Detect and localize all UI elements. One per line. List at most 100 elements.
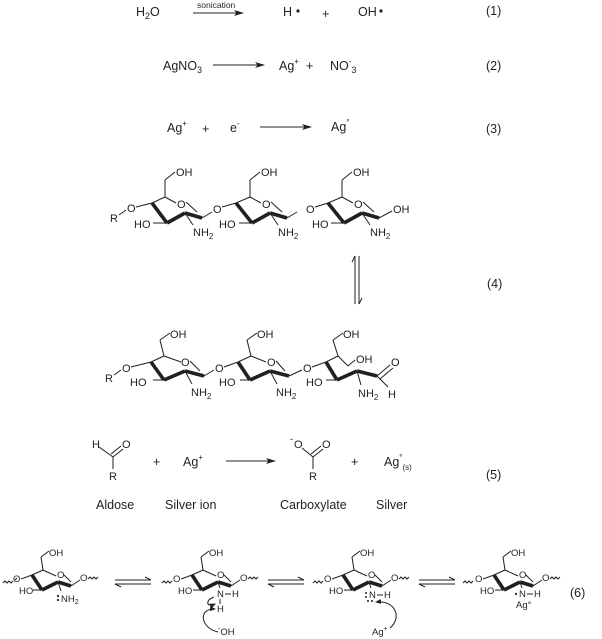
ring-oxygen: O [217,570,224,581]
amine-label: NH2 [358,388,379,402]
curved-arrow [202,606,219,633]
r-group-label: R [309,471,317,483]
r-group-label: R [105,373,113,385]
aldose-structure: H O R [92,439,131,483]
glucosamine-unit-1 [149,332,215,385]
silver-nitrate: AgNO3 [163,59,202,75]
hydroxyl-label: HO [219,377,236,389]
hydroxyl-label: HO [312,219,329,231]
silver-solid: Ag°(s) [384,453,412,472]
ring-oxygen: O [519,570,526,581]
chitosan-trimer-open: R O OH O HO NH2 O [105,329,400,402]
hydrogen-label: H [384,590,391,601]
oxygen-label: O [542,573,549,584]
equation-2: AgNO3 Ag+ + NO-3 (2) [163,57,501,75]
hydroxyl-label: OH [356,354,373,366]
amine-label: NH2 [61,594,79,606]
equation-number-3: (3) [486,122,501,136]
amine-label: NH2 [191,387,212,401]
open-chain-unit [324,332,394,388]
hydroxyl-radical: OH [358,5,377,19]
hydroxyl-label: OH [257,329,274,341]
equation-5: H O R + Ag+ - O O R + Ag°(s) (5) Aldose … [92,434,501,512]
sonication-label: sonication [197,0,236,10]
nitrate-ion: NO-3 [330,57,356,75]
equation-3: Ag+ + e- Ag° (3) [167,118,501,136]
hydrogen-label: H [232,589,239,600]
ring-oxygen: O [267,357,276,369]
amine-label: NH2 [276,387,297,401]
glycosidic-oxygen: O [215,363,224,375]
anomeric-hydroxyl: OH [393,204,410,216]
equation-1: H2O sonication H + OH (1) [136,0,501,21]
nitrogen-label: N [217,589,224,600]
ether-oxygen: O [122,363,131,375]
oxygen-label: O [13,574,20,585]
hydrogen-label: H [217,604,224,615]
glucosamine-unit-b: O OH O HO N H H O - [161,548,259,638]
amine-label: NH2 [370,227,391,241]
equation-number-1: (1) [486,4,501,18]
oxygen-label: O [240,573,247,584]
equilibrium-arrow [418,576,456,588]
hydroxyl-label: OH [170,329,187,341]
curved-arrow [207,596,216,609]
ring-oxygen: O [57,570,64,581]
hydroxyl-label: HO [130,377,147,389]
oxygen-label: O [173,574,180,585]
hydroxide-label: -OH [218,626,235,638]
hydroxyl-label: OH [49,548,63,559]
plus-sign: + [153,455,160,469]
nitrogen-label: N [519,589,526,600]
hydroxyl-label: HO [178,586,192,597]
silver-ion-label: Ag+ [372,626,388,638]
oxygen-label: O [324,574,331,585]
equation-number-6: (6) [570,586,585,600]
water-formula: H2O [136,5,160,21]
hydroxyl-label: OH [360,548,374,559]
equation-6: O OH O HO NH2 O [2,548,585,638]
label-silver: Silver [376,498,407,512]
r-group-label: R [110,213,118,225]
ring-oxygen: O [262,199,271,211]
plus-sign: + [322,7,329,21]
silver-ion: Ag+ [279,57,299,73]
curved-arrow [375,599,397,629]
carbonyl-oxygen: O [122,439,131,451]
silver-atom: Ag° [331,118,350,134]
hydroxyl-label: OH [343,329,360,341]
hydroxyl-label: HO [480,586,494,597]
hydroxyl-label: HO [329,586,343,597]
nitrogen-label: N [369,590,376,601]
silver-ion: Ag+ [167,119,187,135]
glycosidic-oxygen: O [303,363,312,375]
ring-oxygen: O [177,199,186,211]
equilibrium-arrow [114,576,152,588]
carbonyl-oxygen: O [322,439,331,451]
ether-oxygen: O [127,203,136,215]
glucosamine-unit-1 [150,171,213,226]
radical-dot [296,9,300,13]
silver-atom-label: Ag° [516,600,532,611]
hydrogen-radical: H [283,5,292,19]
hydroxyl-label: OH [209,548,223,559]
hydroxyl-label: OH [353,167,370,179]
label-carboxylate: Carboxylate [280,498,347,512]
glycosidic-oxygen: O [306,204,315,216]
aldehyde-hydrogen: H [92,439,100,451]
plus-sign: + [351,455,358,469]
radical-dot [379,9,383,13]
equation-number-5: (5) [486,468,501,482]
hydroxyl-label: OH [511,548,525,559]
plus-sign: + [306,59,313,73]
glucosamine-unit-2 [234,171,298,226]
glucosamine-unit-d: O OH O HO N H Ag° O [462,548,561,611]
ring-oxygen: O [354,199,363,211]
silver-ion: Ag+ [183,453,203,469]
aldehyde-hydrogen: H [388,389,396,401]
hydroxyl-label: OH [176,167,193,179]
equation-number-2: (2) [486,59,501,73]
hydroxyl-label: HO [306,377,323,389]
hydroxyl-label: HO [219,219,236,231]
hydroxyl-label: HO [134,219,151,231]
